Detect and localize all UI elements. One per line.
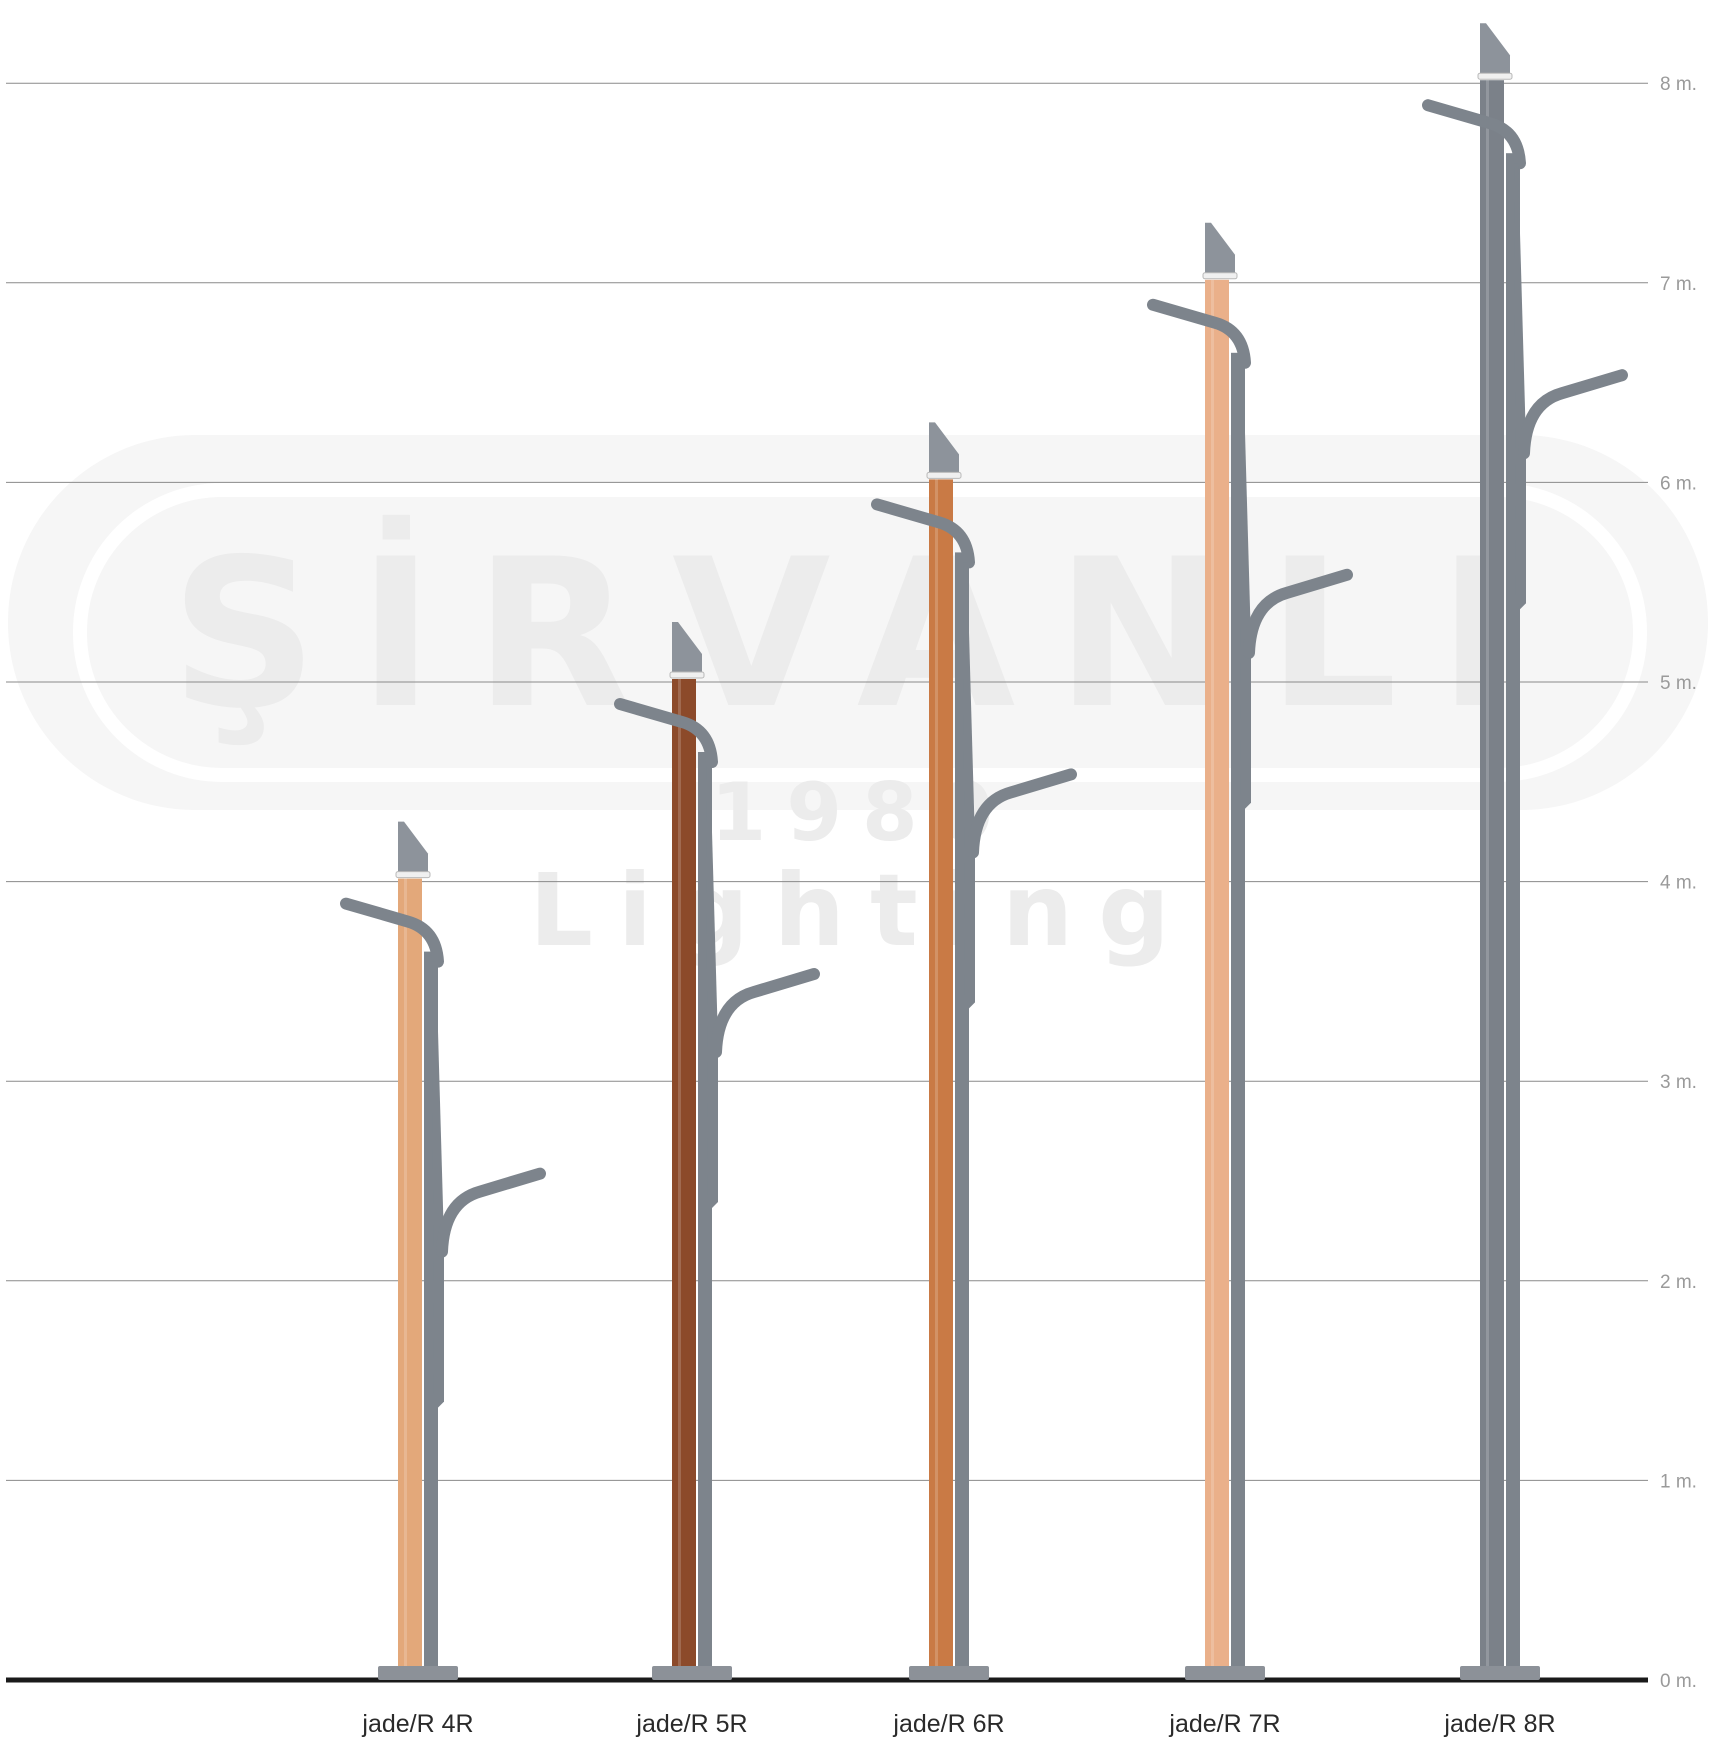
luminaire-ring	[395, 871, 431, 879]
pole-shaft	[1205, 279, 1229, 1666]
upper-left-arm	[1147, 298, 1251, 369]
y-tick-label: 1 m.	[1660, 1471, 1697, 1492]
pole-shaft	[398, 878, 422, 1666]
pole	[614, 622, 820, 1680]
watermark-brand-text: ŞİRVANLI	[170, 514, 1554, 754]
y-tick-label: 8 m.	[1660, 74, 1697, 95]
pole-base	[378, 1666, 458, 1680]
height-grid: 0 m. 1 m. 2 m. 3 m. 4 m. 5 m. 6 m. 7 m. 8 m.	[6, 74, 1697, 1692]
lower-right-arm	[967, 768, 1077, 859]
brand-watermark: ŞİRVANLI 1980 Lighting	[8, 435, 1708, 969]
pole-base	[652, 1666, 732, 1680]
watermark-tagline-text: Lighting	[529, 852, 1195, 969]
luminaire-ring	[669, 671, 705, 679]
y-tick-label: 2 m.	[1660, 1272, 1697, 1293]
pole-shaft-highlight	[1486, 80, 1489, 1667]
pole-shaft	[1480, 80, 1504, 1667]
right-bracket	[963, 562, 975, 1013]
pole	[871, 422, 1077, 1680]
pole-shaft-highlight	[935, 479, 938, 1666]
pole-shaft	[672, 679, 696, 1666]
pole-label: jade/R 4R	[361, 1710, 473, 1738]
luminaire-head-icon	[672, 622, 702, 677]
luminaire-head-icon	[1205, 222, 1235, 278]
upper-left-arm	[340, 897, 444, 968]
pole-base	[1460, 1666, 1540, 1680]
luminaire-ring	[926, 471, 962, 479]
luminaire-ring	[1477, 72, 1513, 80]
pole-label: jade/R 7R	[1168, 1710, 1280, 1738]
luminaire-head-icon	[1480, 23, 1510, 79]
right-bracket	[1514, 163, 1526, 614]
lower-right-arm	[1518, 369, 1628, 460]
pole-shaft-highlight	[404, 878, 407, 1666]
pole-base	[1185, 1666, 1265, 1680]
pole-label: jade/R 5R	[635, 1710, 747, 1738]
pole	[1422, 23, 1628, 1680]
right-bracket	[1239, 362, 1251, 813]
pole-labels: jade/R 4R jade/R 5R jade/R 6R jade/R 7R jade…	[361, 1710, 1555, 1738]
y-tick-label: 4 m.	[1660, 873, 1697, 894]
y-tick-label: 7 m.	[1660, 274, 1697, 295]
pole-label: jade/R 6R	[892, 1710, 1004, 1738]
poles-group	[340, 23, 1628, 1680]
luminaire-head-icon	[929, 422, 959, 478]
pole	[1147, 222, 1353, 1680]
upper-left-arm	[614, 698, 718, 768]
pole-label: jade/R 8R	[1443, 1710, 1555, 1738]
y-tick-label: 6 m.	[1660, 473, 1697, 494]
pole-base	[909, 1666, 989, 1680]
lower-right-arm	[710, 968, 820, 1058]
luminaire-head-icon	[398, 821, 428, 877]
pole-shaft	[929, 479, 953, 1666]
pole-shaft-highlight	[678, 679, 681, 1666]
upper-left-arm	[871, 498, 975, 569]
lower-right-arm	[436, 1167, 546, 1258]
luminaire-ring	[1202, 272, 1238, 280]
right-bracket	[432, 961, 444, 1412]
y-tick-label: 3 m.	[1660, 1072, 1697, 1093]
lower-right-arm	[1243, 568, 1353, 659]
pole	[340, 821, 546, 1680]
pole-shaft-highlight	[1211, 279, 1214, 1666]
upper-left-arm	[1422, 99, 1526, 170]
y-tick-label: 5 m.	[1660, 673, 1697, 694]
y-tick-label: 0 m.	[1660, 1671, 1697, 1692]
right-bracket	[706, 762, 718, 1212]
